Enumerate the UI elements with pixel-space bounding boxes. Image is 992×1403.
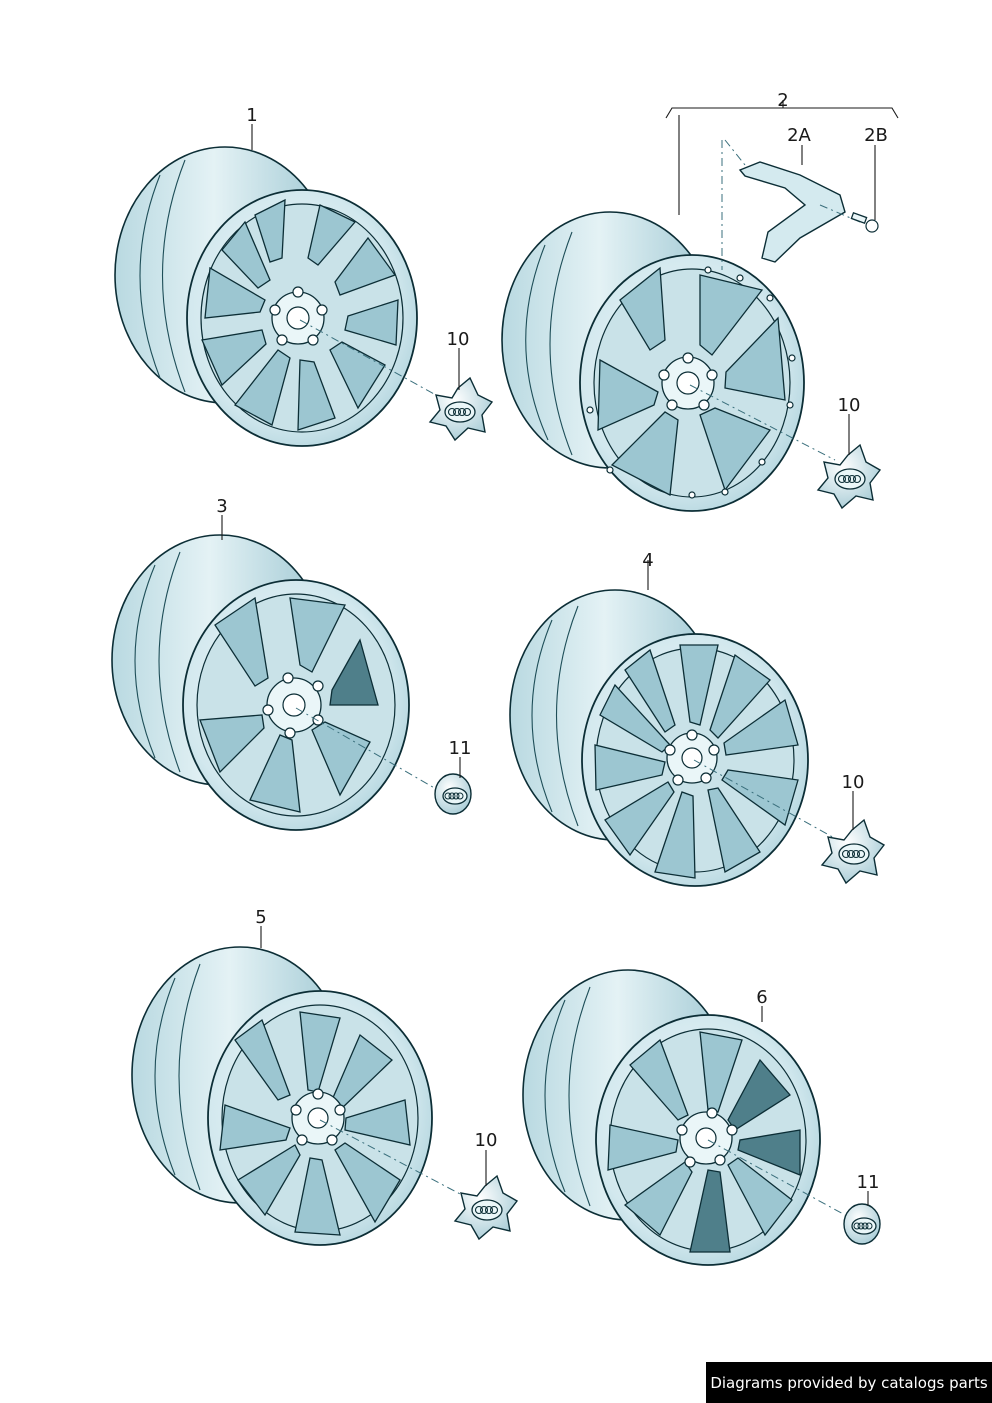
center-cap-10-a [428,376,494,442]
callout-2: 2 [777,90,788,111]
wheel-4 [509,589,839,887]
four-rings-logo-b [837,474,862,484]
callout-3: 3 [216,496,227,517]
callout-10-b: 10 [838,395,861,416]
wheel-5 [131,946,463,1246]
wheel-2-rim-holes [586,266,796,499]
wheel-5-spokes [219,1011,411,1236]
four-rings-logo-f [853,1222,873,1230]
callout-2b: 2B [864,125,888,146]
bolt-2b [850,211,879,233]
wheel-6 [522,969,846,1266]
four-rings-logo-d [841,849,866,859]
callout-labels: 1 2 2A 2B 10 10 3 4 11 10 5 6 10 11 [216,90,888,1193]
callout-10-a: 10 [447,329,470,350]
callout-6: 6 [756,987,767,1008]
wheel-4-spokes [594,644,799,879]
four-rings-logo-c [444,792,464,800]
footer-credit-text: Diagrams provided by catalogs parts [710,1373,988,1392]
callout-10-c: 10 [842,772,865,793]
callout-11-b: 11 [857,1172,880,1193]
center-cap-10-c [820,818,886,885]
wheel-1 [114,146,446,447]
callout-5: 5 [255,907,266,928]
callout-2a: 2A [787,125,811,146]
wheel-2-spokes [597,266,786,497]
wheel-3-spokes [199,596,379,813]
leader-lines [221,100,899,1206]
center-cap-10-d [453,1174,519,1241]
center-cap-11-a [434,773,472,815]
callout-4: 4 [642,550,653,571]
center-cap-11-b [843,1203,881,1245]
callout-1: 1 [246,105,257,126]
footer-credit-banner: Diagrams provided by catalogs parts [706,1362,992,1403]
callout-11-a: 11 [449,738,472,759]
center-cap-10-b [816,443,882,510]
balance-weight-plate-2a [721,139,861,270]
wheel-1-spokes [201,198,399,431]
callout-10-d: 10 [475,1130,498,1151]
wheel-2 [501,211,836,512]
four-rings-logo-a [447,407,472,417]
wheel-3 [111,534,439,831]
four-rings-logo-e [474,1205,499,1215]
